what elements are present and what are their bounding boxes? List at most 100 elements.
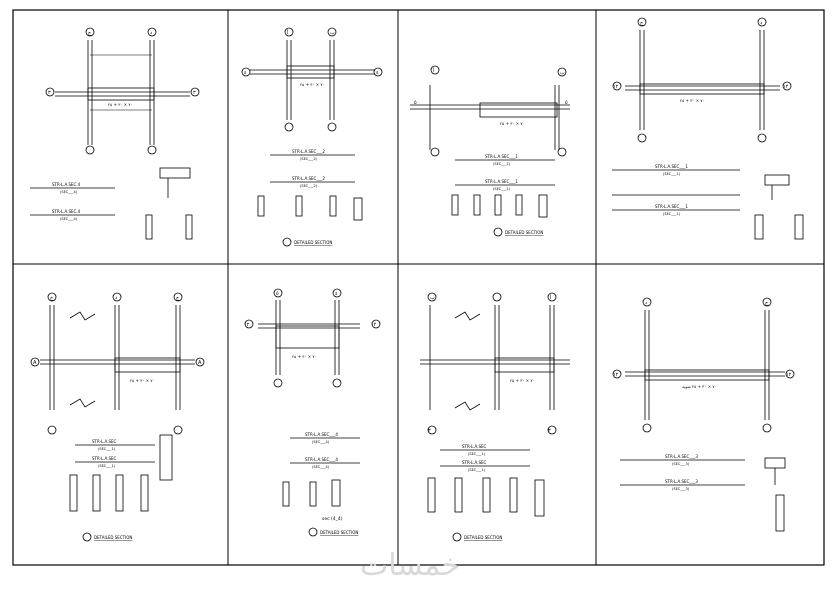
p6-callout-2: STR-L.A.SEC___4 bbox=[305, 457, 338, 462]
p2-axis-top-a: أ bbox=[287, 29, 289, 36]
p1-callout-2: STR-L.A.SEC.4 bbox=[52, 209, 81, 214]
p1-beam-note: ٧٠ × ٣٠ + ٢٥ bbox=[108, 102, 133, 107]
p4-axis-top-b: د bbox=[760, 20, 762, 26]
panel-4-text: ج د ١٢ ١٢ ٧٠ × ٣٠ + ٢٥ STR-L.A.SEC___1 (… bbox=[613, 20, 789, 216]
p8-axis-top-b: ج bbox=[765, 300, 769, 306]
p8-scale-2: (SEC___3) bbox=[672, 487, 690, 491]
p2-beam-note: ٧٠ × ٣٠ + ٢٥ bbox=[300, 82, 325, 87]
p4-scale-1: (SEC___1) bbox=[663, 172, 681, 176]
panel-1-text: ج د ٣ ٣ ٧٠ × ٣٠ + ٢٥ STR-L.A.SEC.4 (SEC_… bbox=[48, 30, 196, 221]
p7-scale-2: (SEC___1) bbox=[468, 468, 486, 472]
p4-axis-top-a: ج bbox=[640, 20, 644, 26]
p3-axis-side-a: ٥ bbox=[414, 100, 417, 106]
panel-8 bbox=[620, 310, 786, 532]
panel-3-markers bbox=[430, 65, 567, 157]
panel-2-markers bbox=[241, 27, 383, 132]
p2-scale-2: (SEC___2) bbox=[300, 184, 318, 188]
p6-sec-note: sec (4_4) bbox=[322, 516, 343, 522]
panel-6 bbox=[258, 300, 360, 537]
p8-callout-2: STR-L.A.SEC___3 bbox=[665, 479, 698, 484]
p3-scale-2: (SEC___1) bbox=[493, 187, 511, 191]
p1-callout-1: STR-L.A.SEC.4 bbox=[52, 182, 81, 187]
panel-3 bbox=[410, 85, 570, 237]
p7-axis-side-a: ٣ bbox=[428, 428, 431, 434]
p6-axis-side-b: ١٢ bbox=[371, 322, 377, 328]
p6-section-title: DETAILED SECTION bbox=[320, 530, 358, 535]
p5-axis-top-a: ج bbox=[50, 295, 54, 301]
p5-axis-side-a: A bbox=[33, 360, 37, 366]
sheet-border bbox=[12, 9, 825, 566]
p6-beam-note: ٧٠ × ٣٠ + ٢٥ bbox=[292, 354, 317, 359]
p7-scale-1: (SEC___1) bbox=[468, 452, 486, 456]
panel-6-text: ٥ ٤ ١٢ ١٢ ٧٠ × ٣٠ + ٢٥ STR-L.A.SEC___4 (… bbox=[244, 291, 377, 535]
panel-4-markers bbox=[612, 17, 792, 143]
p2-section-title: DETAILED SECTION bbox=[294, 240, 332, 245]
p4-scale-2: (SEC___1) bbox=[663, 212, 681, 216]
p5-callout-2: STR-L.A.SEC bbox=[92, 456, 117, 461]
p5-axis-top-b: د bbox=[115, 295, 117, 301]
p5-axis-top-c: ج bbox=[176, 295, 180, 301]
p3-axis-side-b: ٥ bbox=[565, 100, 568, 106]
watermark: خمسات bbox=[360, 548, 461, 583]
p7-axis-top-a: ب bbox=[430, 295, 435, 301]
p4-axis-side-b: ١٢ bbox=[783, 84, 789, 90]
p1-axis-top-a: ج bbox=[88, 30, 92, 36]
p7-beam-note: ٧٠ × ٣٠ + ٢٥ bbox=[510, 378, 535, 383]
panel-2 bbox=[250, 40, 375, 247]
panel-6-markers bbox=[244, 288, 381, 388]
panel-8-markers bbox=[612, 297, 795, 433]
panel-2-text: أ ب ٤ ٤ ٧٠ × ٣٠ + ٢٥ STR-L.A.SEC___2 (SE… bbox=[244, 29, 379, 245]
panel-4 bbox=[612, 30, 804, 240]
p2-axis-side-b: ٤ bbox=[376, 70, 379, 76]
p2-callout-1: STR-L.A.SEC___2 bbox=[292, 149, 325, 154]
p1-axis-top-b: د bbox=[150, 30, 152, 36]
p6-axis-top-a: ٥ bbox=[276, 291, 279, 297]
panel-7-markers bbox=[427, 292, 557, 435]
p3-beam-note: ٧٠ × ٣٠ + ٢٥ bbox=[500, 121, 525, 126]
panel-8-text: د ج ١٢ ١٢ ٧٠ × ٣٠ + ٢٥ شوبة STR-L.A.SEC_… bbox=[613, 300, 792, 491]
p7-callout-1: STR-L.A.SEC bbox=[462, 444, 487, 449]
panel-7-text: ب أ ٣ ٣ ٧٠ × ٣٠ + ٢٥ STR-L.A.SEC (SEC___… bbox=[428, 294, 552, 540]
p4-axis-side-a: ١٢ bbox=[613, 84, 619, 90]
panel-5-text: ج د ج A A ٧٠ × ٣٠ + ٢٥ STR-L.A.SEC (SEC_… bbox=[33, 295, 202, 540]
p1-scale-1: (SEC___4) bbox=[60, 190, 78, 194]
p3-axis-top-b: ب bbox=[560, 70, 565, 76]
p5-beam-note: ٧٠ × ٣٠ + ٢٥ bbox=[130, 378, 155, 383]
p2-scale-1: (SEC___2) bbox=[300, 157, 318, 161]
p3-callout-1: STR-L.A.SEC___1 bbox=[485, 154, 518, 159]
p3-axis-top-a: أ bbox=[433, 67, 435, 74]
p6-axis-top-b: ٤ bbox=[335, 291, 338, 297]
p8-axis-top-a: د bbox=[645, 300, 647, 306]
p1-axis-side-b: ٣ bbox=[193, 90, 196, 96]
p5-callout-1: STR-L.A.SEC bbox=[92, 439, 117, 444]
p5-scale-1: (SEC___1) bbox=[98, 447, 116, 451]
p6-scale-2: (SEC___4) bbox=[312, 465, 330, 469]
p6-axis-side-a: ١٢ bbox=[244, 322, 250, 328]
p8-callout-1: STR-L.A.SEC___3 bbox=[665, 454, 698, 459]
p4-callout-1: STR-L.A.SEC___1 bbox=[655, 164, 688, 169]
panel-5 bbox=[40, 305, 195, 542]
panel-7 bbox=[420, 305, 570, 542]
p2-axis-side-a: ٤ bbox=[244, 70, 247, 76]
p7-callout-2: STR-L.A.SEC bbox=[462, 460, 487, 465]
p5-axis-side-b: A bbox=[198, 360, 202, 366]
panel-3-text: أ ب ٥ ٥ ٧٠ × ٣٠ + ٢٥ STR-L.A.SEC___1 (SE… bbox=[414, 67, 568, 235]
p7-axis-top-b: أ bbox=[550, 294, 552, 301]
p5-section-title: DETAILED SECTION bbox=[94, 535, 132, 540]
p2-axis-top-b: ب bbox=[330, 30, 335, 36]
p7-section-title: DETAILED SECTION bbox=[464, 535, 502, 540]
p3-scale-1: (SEC___1) bbox=[493, 162, 511, 166]
p4-beam-note: ٧٠ × ٣٠ + ٢٥ bbox=[680, 98, 705, 103]
p8-beam-note: ٧٠ × ٣٠ + ٢٥ شوبة bbox=[682, 384, 717, 389]
p3-callout-2: STR-L.A.SEC___1 bbox=[485, 179, 518, 184]
p1-scale-2: (SEC___4) bbox=[60, 217, 78, 221]
panel-5-markers bbox=[30, 292, 205, 435]
p6-scale-1: (SEC___4) bbox=[312, 440, 330, 444]
panel-1 bbox=[30, 40, 193, 240]
p5-scale-2: (SEC___1) bbox=[98, 464, 116, 468]
p2-callout-2: STR-L.A.SEC___2 bbox=[292, 176, 325, 181]
p8-scale-1: (SEC___3) bbox=[672, 462, 690, 466]
p7-axis-side-b: ٣ bbox=[548, 428, 551, 434]
p4-callout-2: STR-L.A.SEC___1 bbox=[655, 204, 688, 209]
